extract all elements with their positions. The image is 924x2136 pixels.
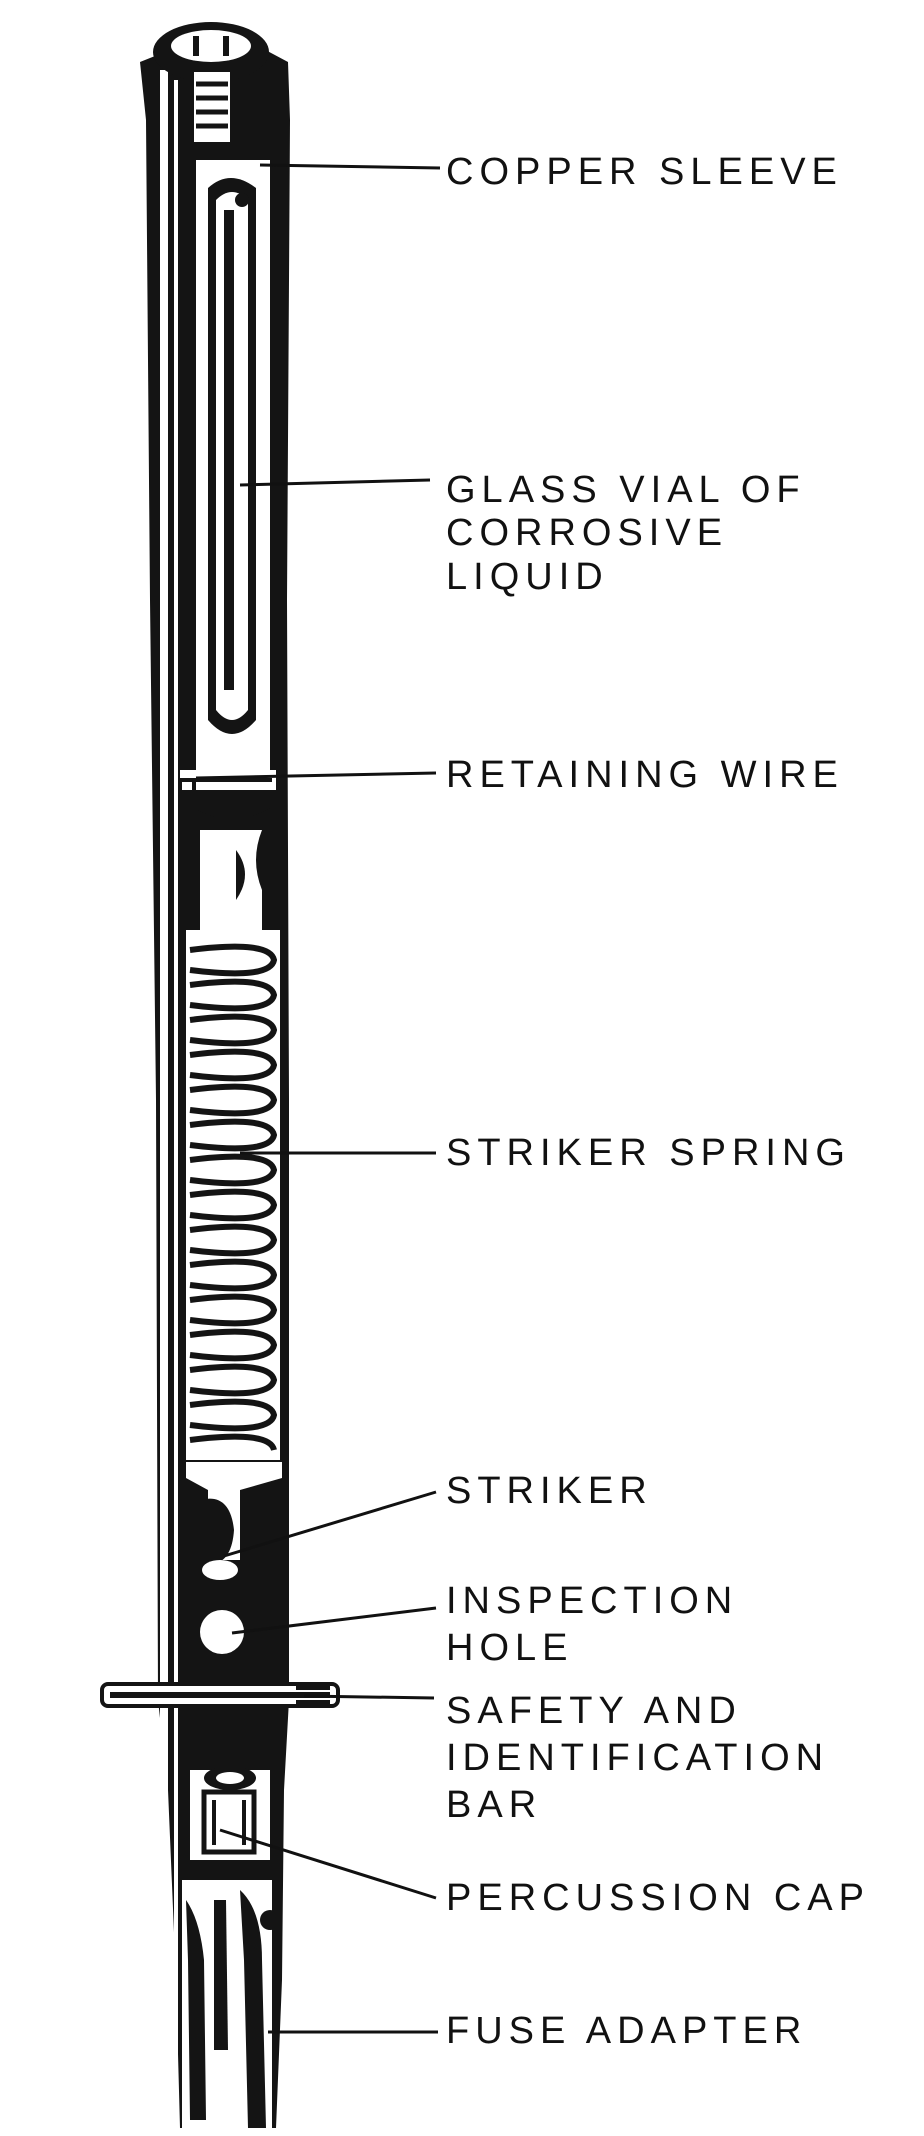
leader-safety-bar bbox=[303, 1694, 435, 1700]
label-safety-bar-line3: BAR bbox=[446, 1784, 542, 1826]
leader-percussion-cap bbox=[219, 1828, 437, 1900]
labels: COPPER SLEEVE GLASS VIAL OF CORROSIVE LI… bbox=[446, 151, 870, 2052]
leader-copper-sleeve bbox=[259, 163, 441, 170]
leader-lines bbox=[195, 163, 441, 2034]
label-safety-bar-line1: SAFETY AND bbox=[446, 1690, 742, 1732]
fuse-adapter bbox=[182, 1880, 280, 2130]
top-cap bbox=[153, 22, 269, 142]
label-glass-vial-line3: LIQUID bbox=[446, 556, 609, 598]
label-glass-vial-line2: CORROSIVE bbox=[446, 512, 728, 554]
label-copper-sleeve: COPPER SLEEVE bbox=[446, 151, 843, 193]
label-retaining-wire: RETAINING WIRE bbox=[446, 754, 844, 796]
label-percussion-cap: PERCUSSION CAP bbox=[446, 1877, 870, 1919]
leader-inspection-hole bbox=[231, 1606, 437, 1635]
retaining-wire bbox=[178, 770, 276, 932]
leader-striker bbox=[223, 1490, 437, 1558]
leader-retaining-wire bbox=[195, 771, 437, 780]
label-striker-spring: STRIKER SPRING bbox=[446, 1132, 851, 1174]
label-glass-vial-line1: GLASS VIAL OF bbox=[446, 469, 806, 511]
inspection-hole bbox=[200, 1610, 244, 1654]
striker-spring bbox=[186, 930, 280, 1460]
label-fuse-adapter: FUSE ADAPTER bbox=[446, 2010, 807, 2052]
label-striker: STRIKER bbox=[446, 1470, 653, 1512]
glass-vial bbox=[196, 160, 270, 775]
leader-glass-vial bbox=[239, 478, 431, 487]
percussion-cap bbox=[190, 1766, 270, 1860]
label-inspection-hole-line2: HOLE bbox=[446, 1627, 573, 1669]
label-inspection-hole-line1: INSPECTION bbox=[446, 1580, 738, 1622]
safety-identification-bar bbox=[100, 1682, 340, 1708]
striker bbox=[186, 1462, 282, 1580]
label-safety-bar-line2: IDENTIFICATION bbox=[446, 1737, 829, 1779]
